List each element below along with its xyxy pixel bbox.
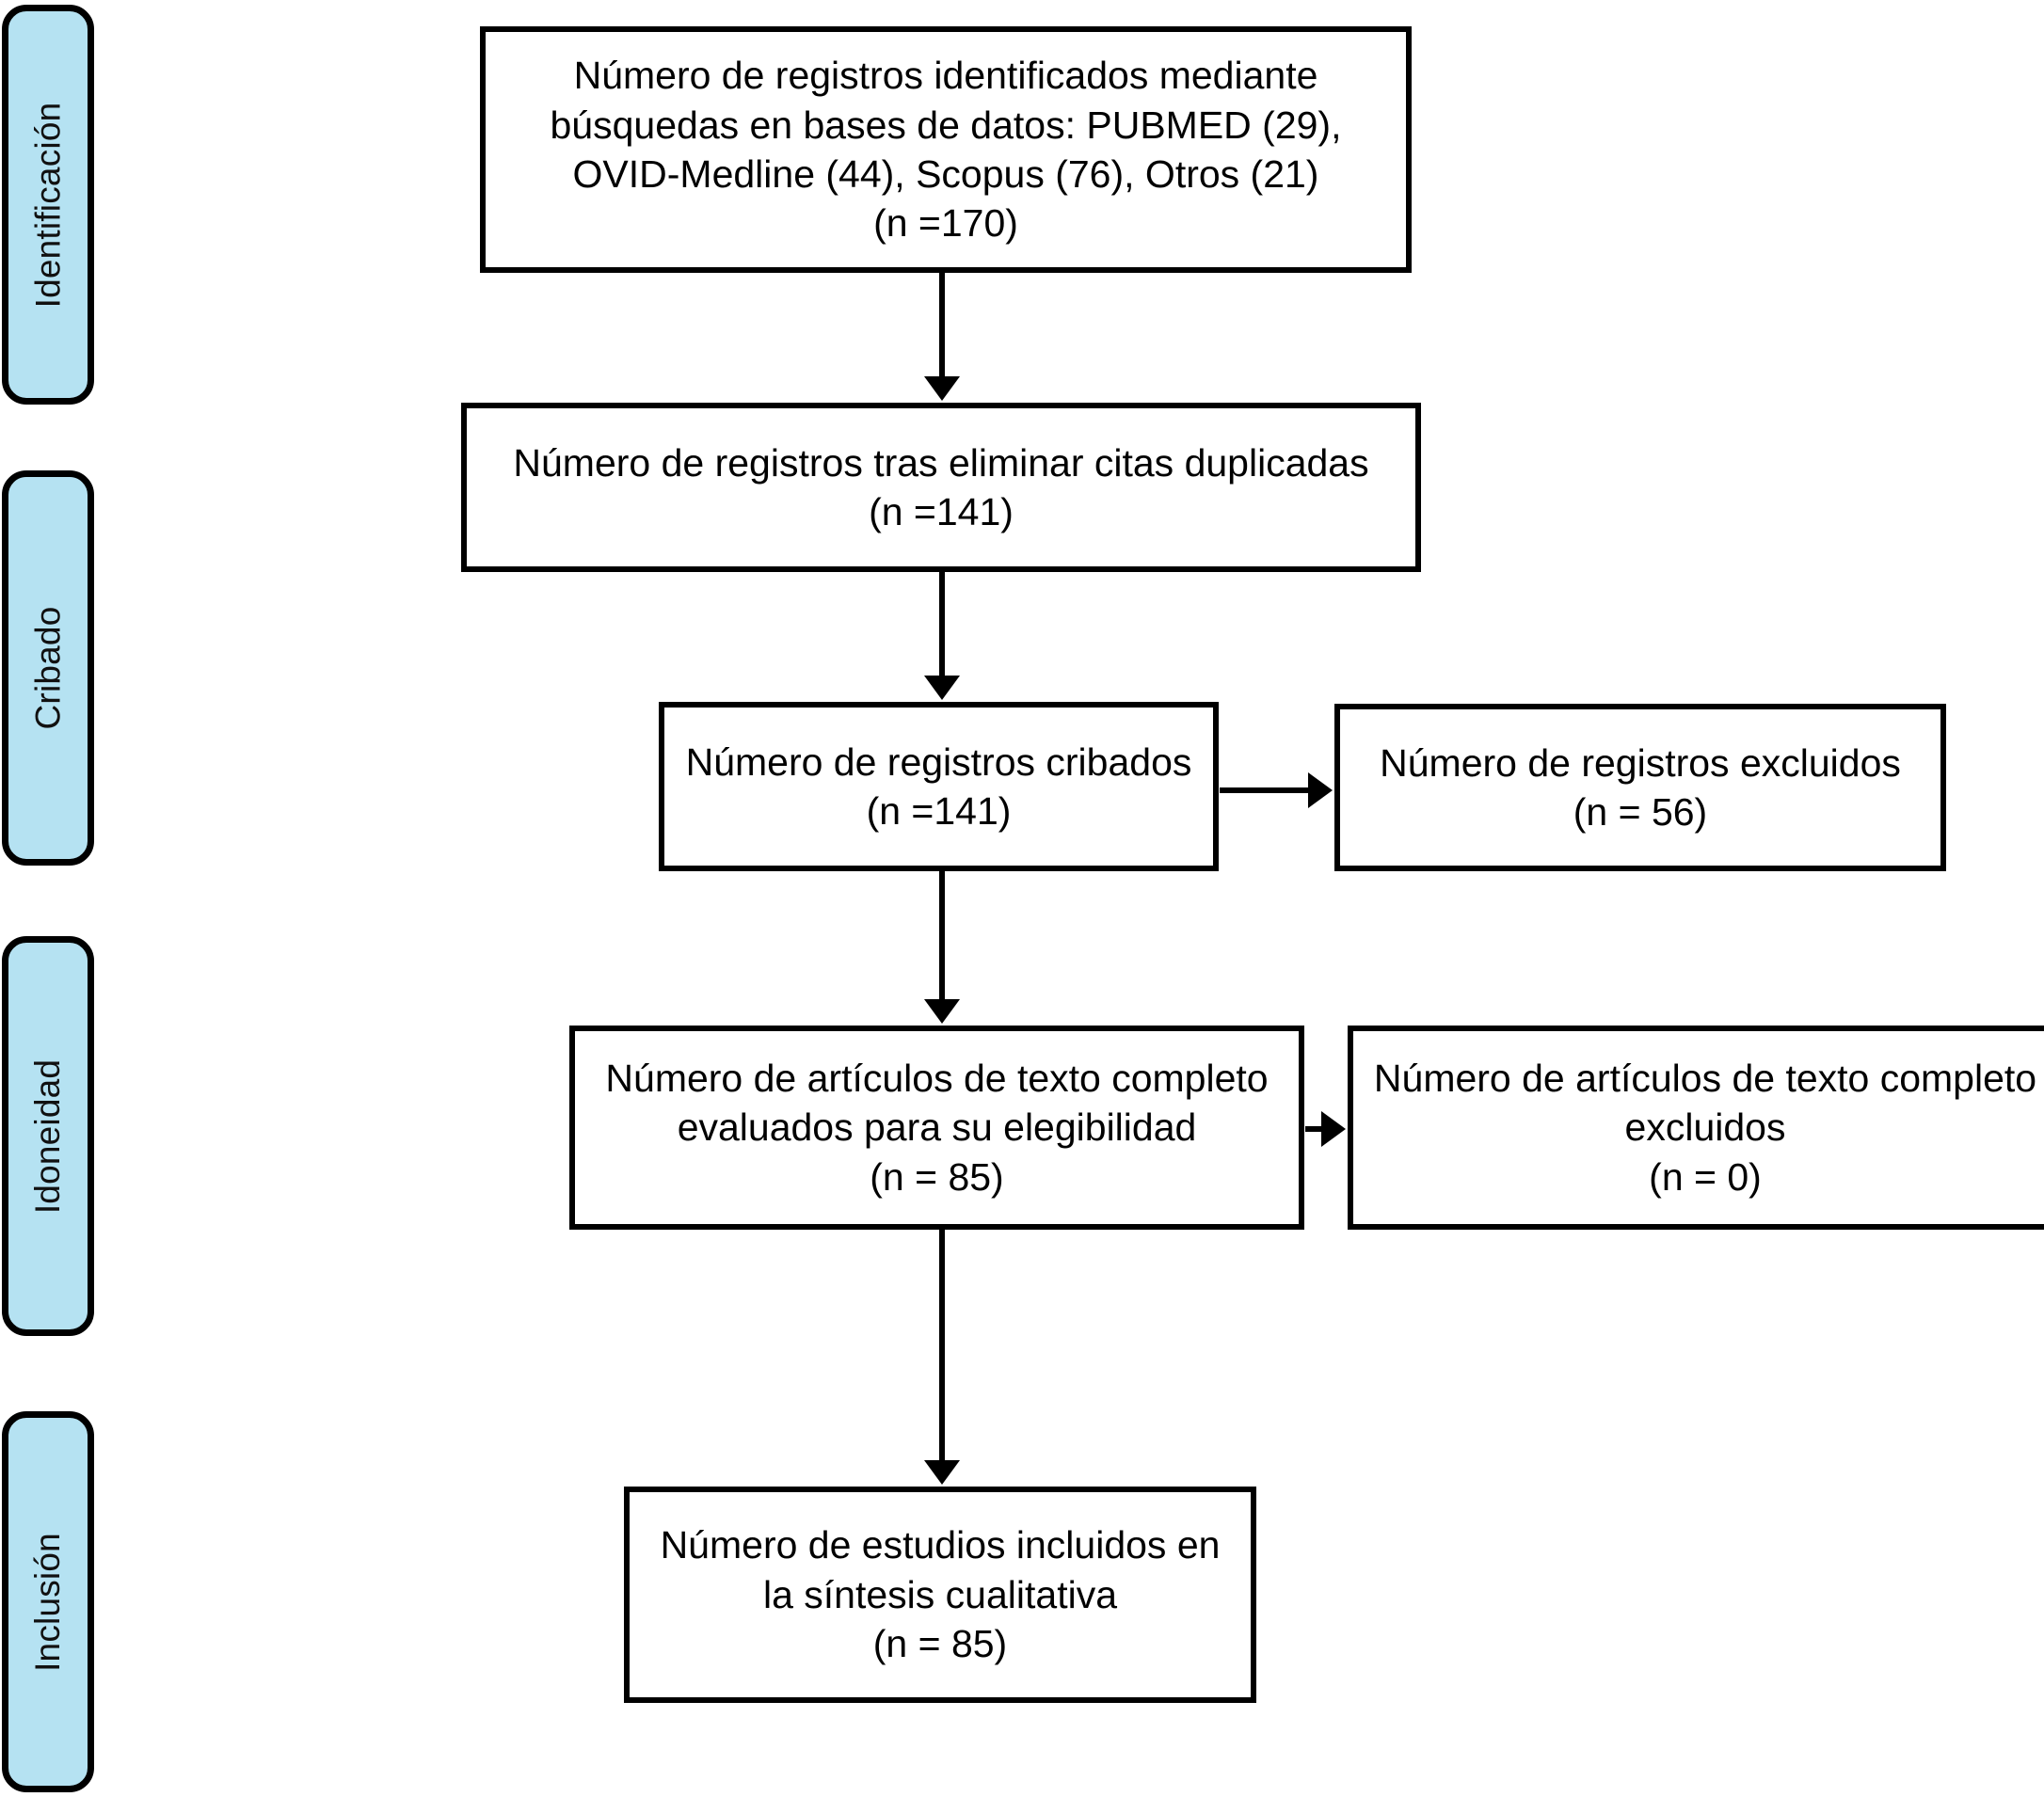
arrow-fulltext-to-excluded	[1305, 1111, 1346, 1147]
stage-label-cribado: Cribado	[28, 606, 68, 730]
stage-pill-inclusion: Inclusión	[2, 1411, 94, 1792]
arrow-screened-to-fulltext	[924, 871, 960, 1024]
arrow-fulltext-to-included	[924, 1230, 960, 1485]
records-screened-box: Número de registros cribados (n =141)	[659, 702, 1219, 871]
arrow-dedup-to-screened	[924, 572, 960, 700]
stage-pill-identificacion: Identificación	[2, 5, 94, 405]
fulltext-assessed-text: Número de artículos de texto completo ev…	[605, 1056, 1269, 1199]
fulltext-excluded-box: Número de artículos de texto completo ex…	[1348, 1026, 2044, 1230]
arrow-screened-to-excluded	[1220, 772, 1333, 808]
studies-included-box: Número de estudios incluidos en la sínte…	[624, 1487, 1256, 1703]
stage-label-identificacion: Identificación	[28, 102, 67, 308]
stage-label-inclusion: Inclusión	[28, 1532, 67, 1672]
records-after-duplicates-box: Número de registros tras eliminar citas …	[461, 403, 1421, 572]
studies-included-text: Número de estudios incluidos en la sínte…	[660, 1523, 1221, 1666]
stage-label-idoneidad: Idoneidad	[28, 1058, 67, 1214]
stage-pill-idoneidad: Idoneidad	[2, 936, 94, 1336]
stage-pill-cribado: Cribado	[2, 470, 94, 866]
records-identified-box: Número de registros identificados median…	[480, 26, 1412, 273]
records-excluded-box: Número de registros excluidos (n = 56)	[1334, 704, 1946, 871]
fulltext-assessed-box: Número de artículos de texto completo ev…	[569, 1026, 1304, 1230]
records-excluded-text: Número de registros excluidos (n = 56)	[1380, 740, 1901, 834]
records-screened-text: Número de registros cribados (n =141)	[685, 740, 1192, 833]
fulltext-excluded-text: Número de artículos de texto completo ex…	[1373, 1056, 2037, 1199]
records-after-duplicates-text: Número de registros tras eliminar citas …	[513, 440, 1369, 533]
records-identified-text: Número de registros identificados median…	[550, 54, 1342, 246]
arrow-identified-to-dedup	[924, 273, 960, 401]
